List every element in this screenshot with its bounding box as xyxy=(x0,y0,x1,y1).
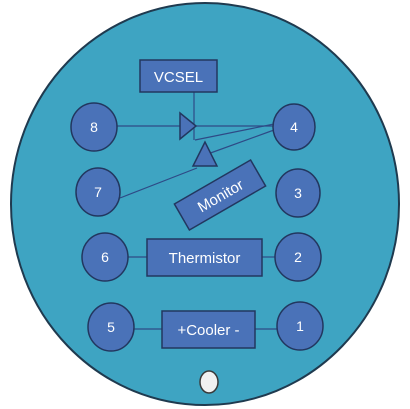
vcsel-box xyxy=(139,59,218,93)
pin-2-circle xyxy=(274,232,322,282)
wire-7-to-photodiode xyxy=(119,167,198,199)
thermistor-box xyxy=(146,238,263,277)
pin-4-circle xyxy=(272,103,316,151)
pin-2-label: 2 xyxy=(294,249,302,265)
pin-1-label: 1 xyxy=(296,318,304,334)
wire-8-to-4-diagonal xyxy=(194,123,275,141)
pin-6: 6 xyxy=(81,232,129,282)
pin-1: 1 xyxy=(276,301,324,351)
ellipse-icon xyxy=(199,370,219,394)
wire-photodiode-to-4 xyxy=(204,129,275,156)
pin-8-circle xyxy=(70,102,118,152)
cooler-block: +Cooler - xyxy=(161,310,256,349)
pin-6-circle xyxy=(81,232,129,282)
pin-5-circle xyxy=(87,302,135,352)
pin-8-label: 8 xyxy=(90,119,98,135)
pin-3: 3 xyxy=(275,168,321,218)
cooler-label: +Cooler - xyxy=(177,322,239,339)
vcsel-label: VCSEL xyxy=(154,69,203,86)
pin-1-circle xyxy=(276,301,324,351)
wiring xyxy=(116,92,278,330)
pin-7-circle xyxy=(75,167,121,217)
pin-5-label: 5 xyxy=(107,319,115,335)
pin-6-label: 6 xyxy=(101,249,109,265)
pin-4-label: 4 xyxy=(290,119,298,135)
triangle-up-icon xyxy=(191,140,219,167)
pin-3-label: 3 xyxy=(294,185,302,201)
pin-2: 2 xyxy=(274,232,322,282)
pin-4: 4 xyxy=(272,103,316,151)
pin-7: 7 xyxy=(75,167,121,217)
thermistor-label: Thermistor xyxy=(169,250,241,267)
pin-7-label: 7 xyxy=(94,184,102,200)
triangle-right-icon xyxy=(179,111,198,141)
vcsel-block: VCSEL xyxy=(139,59,218,93)
pin-3-circle xyxy=(275,168,321,218)
monitor-box xyxy=(173,158,267,232)
thermistor-block: Thermistor xyxy=(146,238,263,277)
pin-8: 8 xyxy=(70,102,118,152)
cooler-box xyxy=(161,310,256,349)
pin-5: 5 xyxy=(87,302,135,352)
